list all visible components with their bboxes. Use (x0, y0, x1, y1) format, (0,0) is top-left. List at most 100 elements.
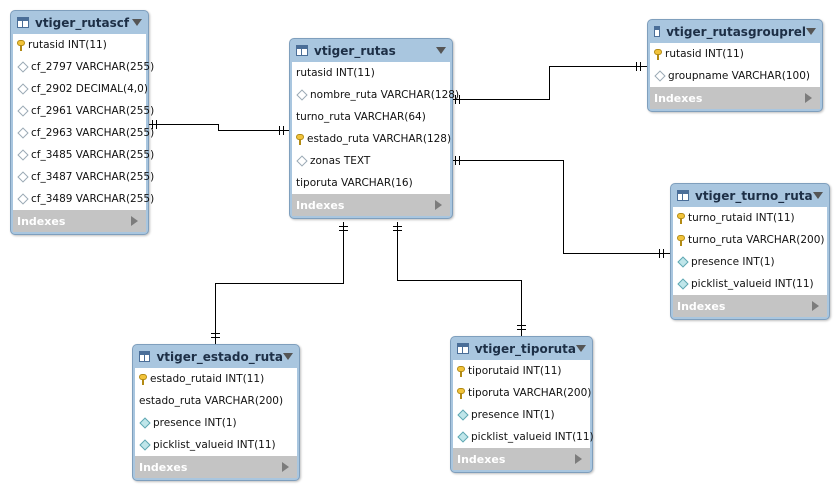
diamond-white-icon (17, 105, 29, 117)
collapse-arrow-icon[interactable] (283, 353, 293, 360)
column-row[interactable]: turno_ruta VARCHAR(64) (292, 106, 450, 128)
indexes-label: Indexes (17, 214, 66, 228)
key-icon (654, 48, 662, 60)
column-row[interactable]: tiporutaid INT(11) (453, 360, 590, 382)
key-icon (139, 373, 147, 385)
column-row[interactable]: cf_2963 VARCHAR(255) (13, 122, 154, 144)
table-title: vtiger_rutascf (35, 15, 130, 30)
one-marker-turno_ruta (659, 249, 664, 258)
expand-arrow-icon[interactable] (435, 200, 442, 210)
column-row[interactable]: presence INT(1) (673, 251, 827, 273)
column-text: tiporuta VARCHAR(200) (468, 387, 592, 399)
column-list: rutasid INT(11)nombre_ruta VARCHAR(128) t… (292, 62, 459, 194)
column-row[interactable]: cf_3485 VARCHAR(255) (13, 144, 154, 166)
column-row[interactable]: estado_ruta VARCHAR(128) (292, 128, 451, 150)
expand-arrow-icon[interactable] (131, 216, 138, 226)
column-row[interactable]: picklist_valueid INT(11) (135, 434, 297, 456)
column-row[interactable]: presence INT(1) (135, 412, 297, 434)
column-row[interactable]: cf_3489 VARCHAR(255) (13, 188, 154, 210)
indexes-label: Indexes (457, 452, 506, 466)
one-marker-rutasgrouprel (636, 62, 641, 71)
diamond-icon (457, 431, 469, 443)
collapse-arrow-icon[interactable] (436, 47, 446, 54)
column-text: turno_ruta VARCHAR(64) (296, 111, 426, 123)
column-list: rutasid INT(11) groupname VARCHAR(100) (650, 43, 820, 87)
indexes-label: Indexes (677, 299, 726, 313)
table-header[interactable]: vtiger_rutascf (11, 11, 148, 34)
column-row[interactable]: cf_2902 DECIMAL(4,0) (13, 78, 148, 100)
table-icon (139, 351, 151, 362)
diamond-icon (139, 439, 151, 451)
column-text: cf_2963 VARCHAR(255) (31, 127, 155, 139)
column-row[interactable]: estado_ruta VARCHAR(200) (135, 390, 297, 412)
column-row[interactable]: zonas TEXT (292, 150, 450, 172)
column-text: presence INT(1) (471, 409, 555, 421)
column-list: rutasid INT(11)cf_2797 VARCHAR(255)cf_29… (13, 34, 154, 210)
column-row[interactable]: cf_2961 VARCHAR(255) (13, 100, 154, 122)
collapse-arrow-icon[interactable] (813, 192, 823, 199)
column-row[interactable]: cf_2797 VARCHAR(255) (13, 56, 154, 78)
table-header[interactable]: vtiger_rutasgrouprel (648, 20, 822, 43)
column-row[interactable]: tiporuta VARCHAR(200) (453, 382, 592, 404)
collapse-arrow-icon[interactable] (576, 345, 586, 352)
table-header[interactable]: vtiger_estado_ruta (133, 345, 299, 368)
one-marker-rutas-left (279, 126, 284, 135)
column-row[interactable]: cf_3487 VARCHAR(255) (13, 166, 154, 188)
column-text: turno_ruta VARCHAR(200) (688, 234, 825, 246)
column-row[interactable]: tiporuta VARCHAR(16) (292, 172, 450, 194)
indexes-section[interactable]: Indexes (135, 456, 297, 478)
table-header[interactable]: vtiger_rutas (290, 39, 452, 62)
column-text: tiporuta VARCHAR(16) (296, 177, 413, 189)
column-text: groupname VARCHAR(100) (668, 70, 811, 82)
table-header[interactable]: vtiger_turno_ruta (671, 184, 829, 207)
column-text: picklist_valueid INT(11) (471, 431, 594, 443)
column-row[interactable]: presence INT(1) (453, 404, 590, 426)
table-header[interactable]: vtiger_tiporuta (451, 337, 592, 360)
table-title: vtiger_rutasgrouprel (666, 24, 806, 39)
one-marker-estado_ruta (211, 333, 220, 338)
indexes-section[interactable]: Indexes (673, 295, 827, 317)
diamond-white-icon (17, 193, 29, 205)
connector-rutas-estado_ruta (215, 222, 344, 345)
expand-arrow-icon[interactable] (812, 301, 819, 311)
indexes-section[interactable]: Indexes (292, 194, 450, 216)
column-text: cf_2961 VARCHAR(255) (31, 105, 155, 117)
column-text: picklist_valueid INT(11) (153, 439, 276, 451)
table-vtiger_turno_ruta[interactable]: vtiger_turno_ruta turno_rutaid INT(11) tur… (670, 183, 830, 320)
column-row[interactable]: nombre_ruta VARCHAR(128) (292, 84, 459, 106)
one-marker-rutas-bottom-left (339, 226, 348, 231)
indexes-section[interactable]: Indexes (13, 210, 146, 232)
column-row[interactable]: rutasid INT(11) (13, 34, 146, 56)
column-text: picklist_valueid INT(11) (691, 278, 814, 290)
column-row[interactable]: rutasid INT(11) (650, 43, 820, 65)
column-row[interactable]: picklist_valueid INT(11) (673, 273, 827, 295)
column-text: presence INT(1) (691, 256, 775, 268)
expand-arrow-icon[interactable] (575, 454, 582, 464)
one-marker-tiporuta (517, 325, 526, 330)
indexes-section[interactable]: Indexes (650, 87, 820, 109)
table-icon (296, 45, 308, 56)
collapse-arrow-icon[interactable] (132, 19, 142, 26)
column-row[interactable]: estado_rutaid INT(11) (135, 368, 297, 390)
indexes-section[interactable]: Indexes (453, 448, 590, 470)
column-row[interactable]: rutasid INT(11) (292, 62, 450, 84)
key-icon (17, 39, 25, 51)
key-icon (457, 387, 465, 399)
column-row[interactable]: groupname VARCHAR(100) (650, 65, 820, 87)
expand-arrow-icon[interactable] (282, 462, 289, 472)
one-marker-rutascf (152, 120, 157, 129)
column-row[interactable]: turno_ruta VARCHAR(200) (673, 229, 827, 251)
column-text: cf_3489 VARCHAR(255) (31, 193, 155, 205)
table-title: vtiger_turno_ruta (695, 188, 813, 203)
connector-rutas-tiporuta (397, 222, 522, 337)
collapse-arrow-icon[interactable] (806, 28, 816, 35)
expand-arrow-icon[interactable] (805, 93, 812, 103)
diamond-white-icon (17, 127, 29, 139)
column-row[interactable]: turno_rutaid INT(11) (673, 207, 827, 229)
column-row[interactable]: picklist_valueid INT(11) (453, 426, 594, 448)
